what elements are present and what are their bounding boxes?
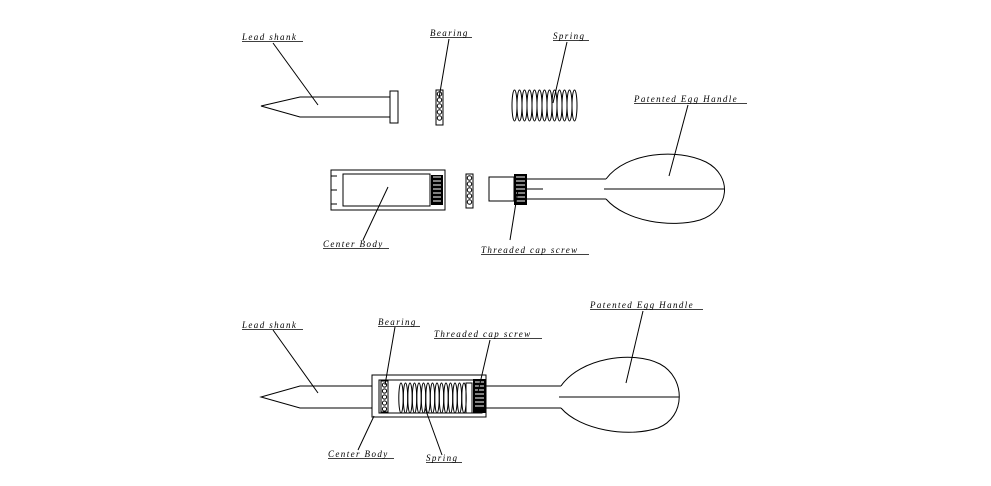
label-spring: Spring — [553, 31, 585, 41]
label-bearing: Bearing — [430, 28, 469, 38]
label-center-body: Center Body — [323, 239, 384, 249]
leader-cap-screw-2 — [477, 339, 491, 393]
leader-handle — [668, 104, 689, 177]
assembled-handle — [486, 356, 680, 433]
leader-bearing-2 — [384, 326, 396, 386]
bearing-part-2 — [465, 173, 474, 209]
assembled-spring — [398, 382, 473, 414]
label-cap-screw-2: Threaded cap screw — [434, 329, 532, 339]
label-bearing-2: Bearing — [378, 317, 417, 327]
exploded-view: Lead shank Bearing Spring Patented Egg H… — [241, 28, 747, 255]
leader-cap-screw — [509, 189, 519, 241]
label-center-body-2: Center Body — [328, 449, 389, 459]
label-cap-screw: Threaded cap screw — [481, 245, 579, 255]
lead-shank-part — [260, 90, 399, 124]
leader-spring-2 — [424, 407, 443, 456]
label-lead-shank: Lead shank — [241, 32, 297, 42]
center-body-part — [330, 169, 446, 211]
leader-center-body — [362, 186, 389, 241]
leader-spring — [552, 41, 568, 104]
label-handle: Patented Egg Handle — [633, 94, 738, 104]
assembled-lead-shank — [259, 385, 372, 409]
label-handle-2: Patented Egg Handle — [589, 300, 694, 310]
label-spring-2: Spring — [426, 453, 458, 463]
assembled-cap-screw — [473, 379, 486, 413]
leader-center-body-2 — [357, 415, 375, 451]
assembled-view: Lead shank Bearing Threaded cap screw Pa… — [241, 300, 703, 463]
leader-bearing — [438, 38, 450, 99]
leader-lead-shank — [272, 42, 319, 106]
spring-part — [511, 89, 578, 122]
leader-handle-2 — [625, 310, 644, 384]
label-lead-shank-2: Lead shank — [241, 320, 297, 330]
assembled-bearing — [380, 380, 389, 413]
bearing-part — [435, 89, 444, 126]
cap-screw-handle-part — [488, 153, 725, 224]
leader-lead-shank-2 — [272, 329, 319, 394]
